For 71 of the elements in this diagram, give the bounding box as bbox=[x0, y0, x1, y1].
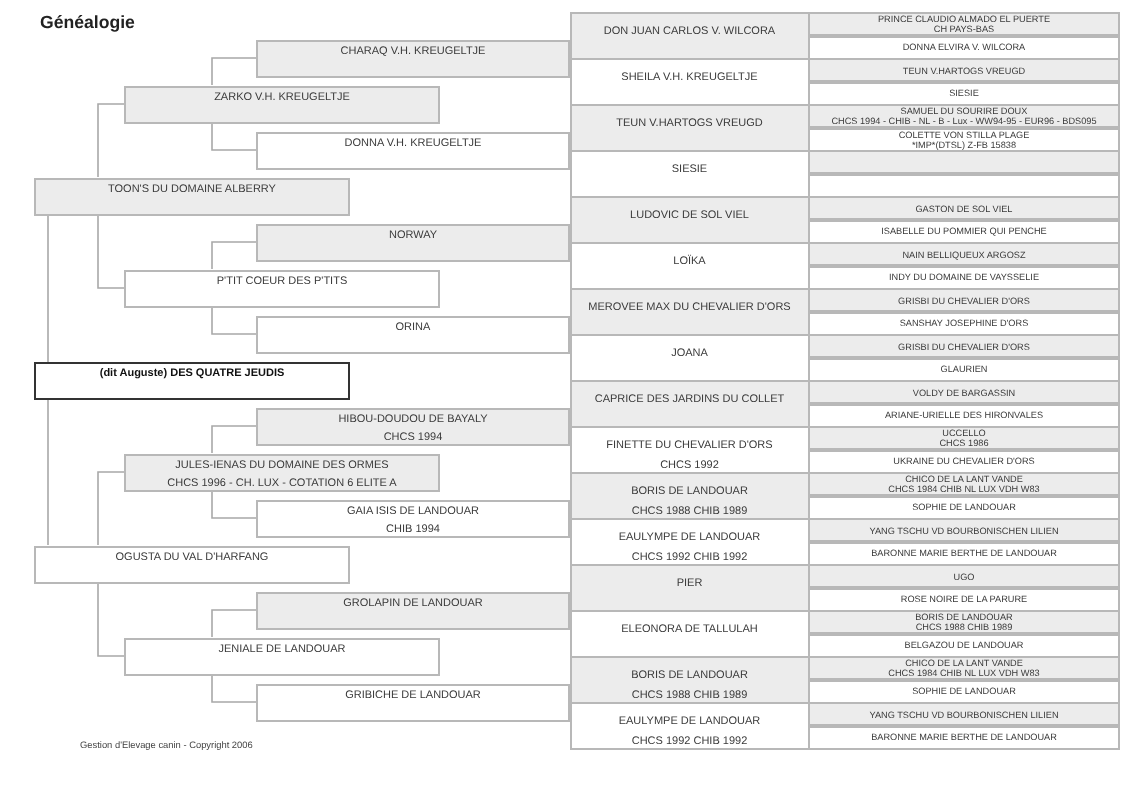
pedigree-box bbox=[808, 288, 1120, 312]
pedigree-box bbox=[570, 380, 809, 427]
pedigree-box bbox=[808, 12, 1120, 36]
pedigree-box bbox=[570, 104, 809, 151]
pedigree-box bbox=[256, 499, 570, 537]
pedigree-box bbox=[256, 39, 570, 77]
pedigree-box bbox=[808, 242, 1120, 266]
pedigree-box bbox=[808, 495, 1120, 519]
connector-line bbox=[47, 214, 49, 363]
pedigree-box bbox=[808, 35, 1120, 59]
pedigree-box bbox=[256, 683, 570, 721]
pedigree-box bbox=[570, 12, 809, 59]
pedigree-box bbox=[34, 177, 350, 215]
connector-line bbox=[211, 609, 257, 638]
pedigree-box bbox=[256, 591, 570, 629]
pedigree-box bbox=[808, 633, 1120, 657]
pedigree-box bbox=[808, 265, 1120, 289]
connector-line bbox=[97, 471, 125, 546]
pedigree-box bbox=[808, 518, 1120, 542]
pedigree-box bbox=[570, 564, 809, 611]
pedigree-box bbox=[124, 637, 440, 675]
connector-line bbox=[211, 674, 257, 703]
pedigree-box bbox=[808, 357, 1120, 381]
pedigree-box bbox=[808, 219, 1120, 243]
pedigree-box bbox=[808, 380, 1120, 404]
connector-line bbox=[211, 306, 257, 335]
pedigree-box bbox=[124, 269, 440, 307]
pedigree-box bbox=[808, 725, 1120, 749]
pedigree-box bbox=[808, 196, 1120, 220]
pedigree-box bbox=[34, 362, 350, 400]
pedigree-box bbox=[570, 656, 809, 703]
pedigree-box bbox=[808, 311, 1120, 335]
pedigree-box bbox=[808, 541, 1120, 565]
pedigree-box bbox=[808, 656, 1120, 680]
pedigree-box bbox=[570, 196, 809, 243]
pedigree-box bbox=[808, 127, 1120, 151]
pedigree-box bbox=[808, 679, 1120, 703]
pedigree-box bbox=[570, 702, 809, 749]
pedigree-box bbox=[808, 702, 1120, 726]
connector-line bbox=[211, 241, 257, 270]
pedigree-box bbox=[808, 472, 1120, 496]
connector-line bbox=[211, 57, 257, 86]
pedigree-box bbox=[808, 564, 1120, 588]
pedigree-box bbox=[124, 453, 440, 491]
pedigree-box bbox=[808, 403, 1120, 427]
pedigree-box bbox=[808, 334, 1120, 358]
connector-line bbox=[211, 122, 257, 151]
pedigree-box bbox=[808, 449, 1120, 473]
pedigree-box bbox=[124, 85, 440, 123]
pedigree-box bbox=[808, 104, 1120, 128]
empty-box bbox=[808, 173, 1120, 197]
connector-line bbox=[97, 103, 125, 178]
page-title: Généalogie bbox=[40, 12, 135, 32]
pedigree-box bbox=[808, 610, 1120, 634]
connector-line bbox=[211, 490, 257, 519]
pedigree-box bbox=[570, 472, 809, 519]
pedigree-box bbox=[34, 545, 350, 583]
pedigree-box bbox=[808, 587, 1120, 611]
connector-line bbox=[97, 214, 125, 289]
empty-box bbox=[808, 150, 1120, 174]
connector-line bbox=[211, 425, 257, 454]
pedigree-box bbox=[808, 426, 1120, 450]
pedigree-box bbox=[808, 58, 1120, 82]
connector-line bbox=[47, 399, 49, 546]
pedigree-box bbox=[256, 315, 570, 353]
connector-line bbox=[97, 582, 125, 657]
pedigree-box bbox=[570, 288, 809, 335]
pedigree-box bbox=[256, 223, 570, 261]
pedigree-box bbox=[256, 407, 570, 445]
pedigree-box bbox=[256, 131, 570, 169]
pedigree-box bbox=[808, 81, 1120, 105]
